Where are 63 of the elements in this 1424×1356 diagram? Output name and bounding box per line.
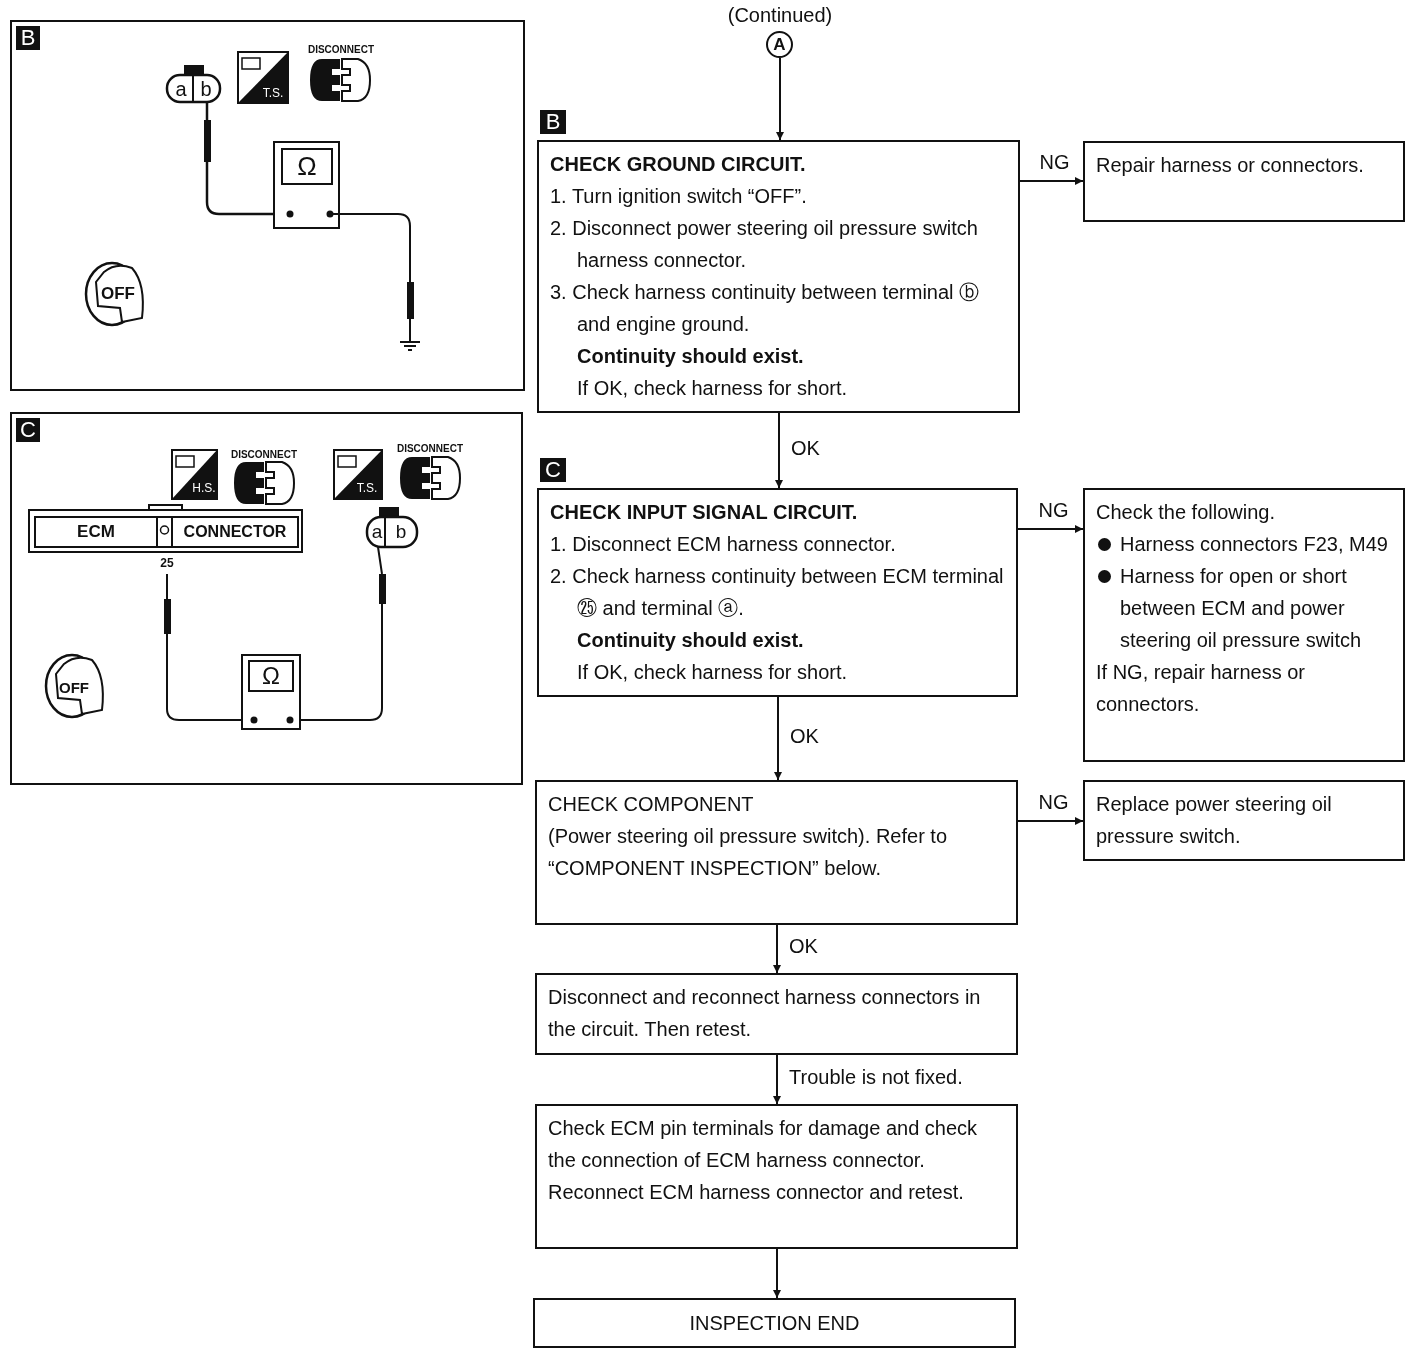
terminal-letter: a bbox=[370, 520, 384, 544]
process-box bbox=[537, 488, 1018, 697]
step-heading: CHECK GROUND CIRCUIT. bbox=[550, 152, 807, 177]
terminal-letter: a bbox=[174, 77, 188, 101]
section-badge: B bbox=[16, 26, 40, 50]
section-badge: B bbox=[540, 110, 566, 134]
process-box bbox=[535, 780, 1018, 925]
connector-label: CONNECTOR bbox=[182, 522, 288, 542]
terminal-letter: b bbox=[199, 77, 213, 101]
arrow bbox=[776, 57, 784, 141]
step-text: 1. Disconnect ECM harness connector. bbox=[550, 532, 897, 557]
key-label: OFF bbox=[100, 283, 136, 305]
arrow bbox=[773, 1054, 781, 1105]
pin-number: 25 bbox=[159, 555, 175, 570]
section-badge: C bbox=[16, 418, 40, 442]
step-text: If NG, repair harness or connectors. bbox=[1096, 660, 1306, 717]
step-text: Check the following. bbox=[1096, 500, 1276, 525]
step-text: Harness connectors F23, M49 bbox=[1120, 532, 1388, 557]
step-text: 2. Disconnect power steering oil pressure switch harness connector. bbox=[550, 216, 979, 273]
tool-label: T.S. bbox=[261, 85, 285, 102]
process-box bbox=[533, 1298, 1016, 1348]
disconnect-label: DISCONNECT bbox=[229, 448, 299, 461]
disconnect-label: DISCONNECT bbox=[395, 442, 465, 455]
step-text: CHECK COMPONENT bbox=[548, 792, 755, 817]
step-text: If OK, check harness for short. bbox=[576, 376, 849, 401]
arrow bbox=[775, 412, 783, 489]
connector-label: ECM bbox=[76, 521, 116, 543]
disconnect-label: DISCONNECT bbox=[306, 42, 376, 56]
step-heading: CHECK INPUT SIGNAL CIRCUIT. bbox=[550, 500, 859, 525]
arrow bbox=[1017, 817, 1084, 825]
step-text: 3. Check harness continuity between terminal ⓑ and engine ground. bbox=[550, 280, 981, 337]
ohm-symbol: Ω bbox=[296, 150, 318, 183]
step-text: Repair harness or connectors. bbox=[1096, 153, 1365, 178]
step-text: Replace power steering oil pressure switch. bbox=[1096, 792, 1333, 849]
arrow bbox=[774, 696, 782, 781]
process-box bbox=[535, 973, 1018, 1055]
step-text: Disconnect and reconnect harness connectors in the circuit. Then retest. bbox=[548, 985, 982, 1042]
process-box bbox=[1083, 780, 1405, 861]
tool-label: T.S. bbox=[355, 480, 379, 497]
step-text: Check ECM pin terminals for damage and check the connection of ECM harness connector. Reconnect ECM harness connector and retest. bbox=[548, 1116, 979, 1205]
step-text: 2. Check harness continuity between ECM terminal ㉕ and terminal ⓐ. bbox=[550, 564, 1005, 621]
section-badge: C bbox=[540, 458, 566, 482]
terminal-letter: b bbox=[394, 520, 408, 544]
ohm-symbol: Ω bbox=[261, 661, 281, 691]
key-label: OFF bbox=[58, 677, 90, 698]
process-box bbox=[1083, 141, 1405, 222]
step-text: Continuity should exist. bbox=[576, 628, 805, 653]
process-box bbox=[1083, 488, 1405, 762]
arrow bbox=[773, 924, 781, 974]
step-text: INSPECTION END bbox=[689, 1311, 860, 1336]
arrow bbox=[1019, 177, 1084, 185]
process-box bbox=[535, 1104, 1018, 1249]
step-text: 1. Turn ignition switch “OFF”. bbox=[550, 184, 808, 209]
continued-label: (Continued) bbox=[726, 3, 834, 27]
arrow bbox=[773, 1248, 781, 1299]
step-text: Harness for open or short between ECM and power steering oil pressure switch bbox=[1120, 564, 1363, 653]
connector-circle: A bbox=[766, 31, 793, 58]
step-text: If OK, check harness for short. bbox=[576, 660, 849, 685]
arrow bbox=[1017, 525, 1084, 533]
tool-label: H.S. bbox=[191, 480, 217, 497]
step-text: (Power steering oil pressure switch). Refer to “COMPONENT INSPECTION” below. bbox=[548, 824, 949, 881]
step-text: Continuity should exist. bbox=[576, 344, 805, 369]
process-box bbox=[537, 140, 1020, 413]
